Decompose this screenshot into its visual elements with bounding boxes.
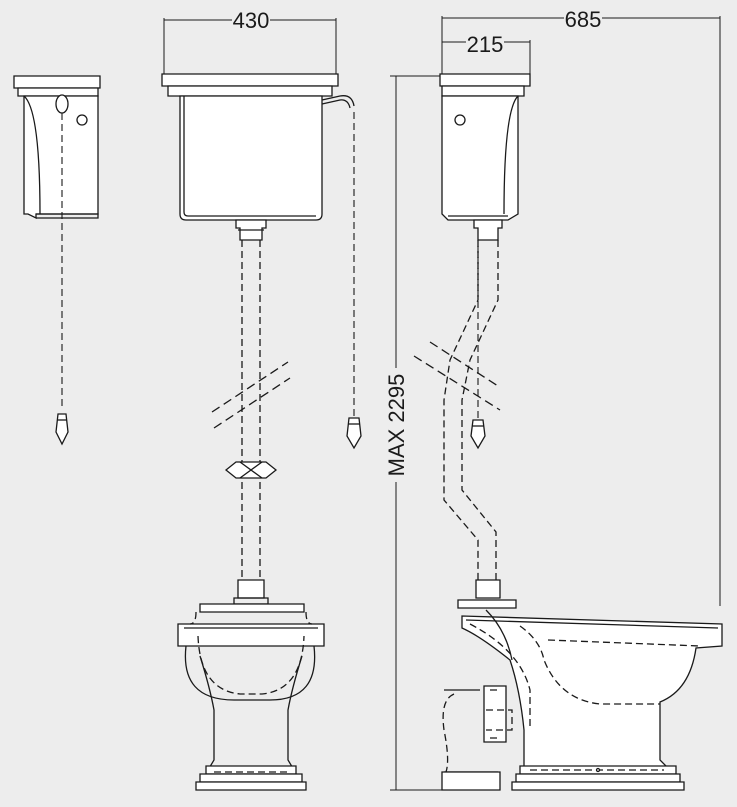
pull-chain-side <box>55 113 69 446</box>
dimension-overall-depth-label: 685 <box>565 7 602 32</box>
pull-chain-side-right <box>470 246 486 450</box>
pan-side-view <box>441 609 723 791</box>
dimension-cistern-width-label: 430 <box>233 8 270 33</box>
flush-pipe-front <box>211 219 291 605</box>
flush-pipe-side <box>413 219 517 609</box>
dimension-max-height-label: MAX 2295 <box>384 374 409 477</box>
dimension-max-height: MAX 2295 <box>384 75 442 791</box>
dimension-overall-depth: 685 <box>441 7 721 606</box>
cistern-side-view-right <box>439 73 531 221</box>
pull-chain-front <box>346 112 362 450</box>
pan-front-view <box>177 603 325 791</box>
cistern-side-view <box>13 75 101 220</box>
dimension-cistern-width: 430 <box>163 8 337 76</box>
dimension-cistern-depth: 215 <box>442 32 531 78</box>
dimension-cistern-depth-label: 215 <box>467 32 504 57</box>
cistern-front-view <box>161 73 355 221</box>
